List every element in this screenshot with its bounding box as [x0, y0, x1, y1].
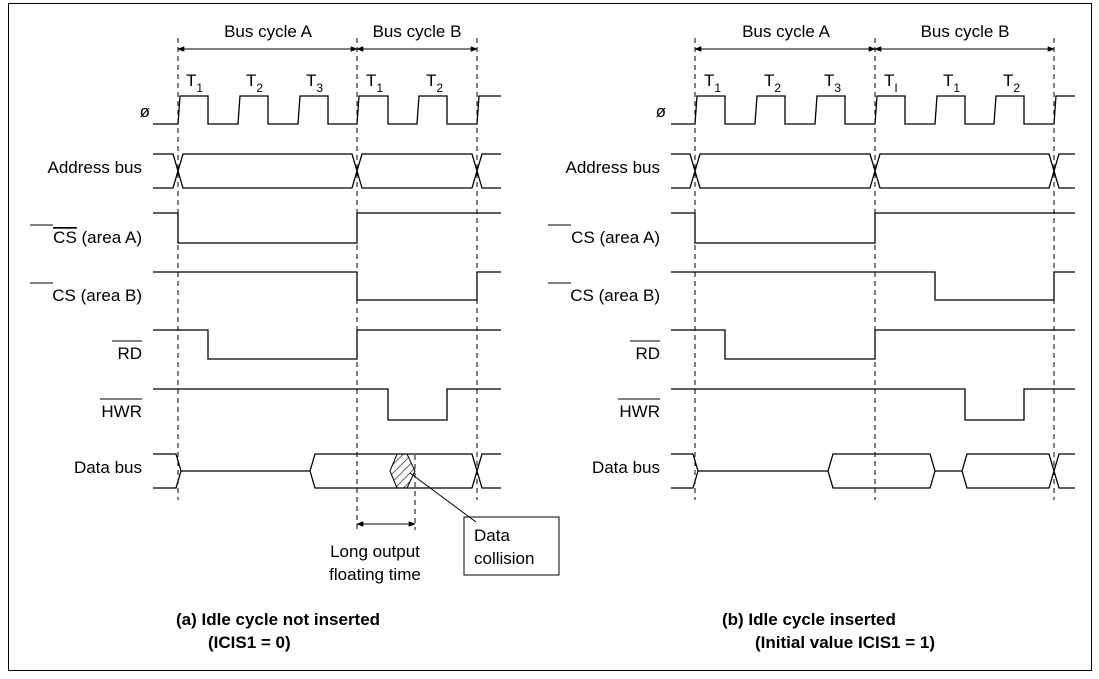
- signal-label-cs-area-a: CS (area A): [53, 228, 142, 247]
- t-state-label: TI: [884, 71, 898, 95]
- signal-label-hwr: HWR: [619, 402, 660, 421]
- data-bus-waveform: [153, 453, 501, 489]
- signal-label-cs-area-b: CS (area B): [52, 286, 142, 305]
- caption-a-line-2: (ICIS1 = 0): [208, 633, 291, 652]
- hwr-waveform: [671, 388, 1075, 421]
- t-state-label: T1: [366, 71, 383, 95]
- t-state-label: T2: [764, 71, 781, 95]
- clock-waveform: [153, 95, 501, 125]
- caption-a-line-1: (a) Idle cycle not inserted: [176, 610, 380, 629]
- caption-b-line-2: (Initial value ICIS1 = 1): [755, 633, 935, 652]
- collision-label-2: collision: [474, 549, 534, 568]
- t-state-label: T1: [186, 71, 203, 95]
- signal-label-rd: RD: [635, 344, 660, 363]
- t-state-label: T1: [943, 71, 960, 95]
- t-state-label: T2: [246, 71, 263, 95]
- bus-cycle-b-label: Bus cycle B: [921, 22, 1010, 41]
- data-collision-hatch: [389, 453, 416, 489]
- signal-label-cs-area-b: CS (area B): [570, 286, 660, 305]
- signal-label-address-bus: Address bus: [566, 158, 661, 177]
- bus-cycle-a-label: Bus cycle A: [224, 22, 313, 41]
- t-state-label: T1: [704, 71, 721, 95]
- address-bus-waveform: [153, 153, 501, 189]
- signal-label-clock: ø: [140, 102, 150, 121]
- signal-label-data-bus: Data bus: [74, 458, 142, 477]
- collision-callout-box: [463, 516, 560, 576]
- signal-label-cs-area-a: CS (area A): [571, 228, 660, 247]
- bus-cycle-b-label: Bus cycle B: [373, 22, 462, 41]
- cs-area-a-waveform: [153, 212, 501, 244]
- signal-label-data-bus: Data bus: [592, 458, 660, 477]
- caption-b-line-1: (b) Idle cycle inserted: [722, 610, 896, 629]
- cs-area-b-waveform: [671, 271, 1075, 301]
- diagram-frame: [8, 3, 1092, 671]
- diagram-b: Bus cycle A Bus cycle B T1 T2 T3 TI T1 T…: [548, 22, 1075, 652]
- bus-cycle-a-label: Bus cycle A: [742, 22, 831, 41]
- rd-waveform: [671, 329, 1075, 360]
- floating-time-label-2: floating time: [329, 565, 421, 584]
- cs-area-b-waveform: [153, 271, 501, 301]
- hwr-waveform: [153, 388, 501, 421]
- floating-time-label-1: Long output: [330, 542, 420, 561]
- clock-waveform: [671, 95, 1075, 125]
- t-state-label: T2: [426, 71, 443, 95]
- diagram-a: Bus cycle A Bus cycle B T1 T2 T3 T1 T2 ø…: [30, 22, 560, 652]
- collision-label-1: Data: [474, 526, 510, 545]
- signal-label-rd: RD: [117, 344, 142, 363]
- signal-label-hwr: HWR: [101, 402, 142, 421]
- signal-label-clock: ø: [656, 102, 666, 121]
- t-state-label: T3: [824, 71, 841, 95]
- signal-label-address-bus: Address bus: [48, 158, 143, 177]
- data-bus-waveform: [671, 453, 1075, 489]
- t-state-label: T3: [306, 71, 323, 95]
- t-state-label: T2: [1003, 71, 1020, 95]
- address-bus-waveform: [671, 153, 1075, 189]
- rd-waveform: [153, 329, 501, 360]
- collision-leader-line: [409, 472, 477, 523]
- cs-area-a-waveform: [671, 212, 1075, 244]
